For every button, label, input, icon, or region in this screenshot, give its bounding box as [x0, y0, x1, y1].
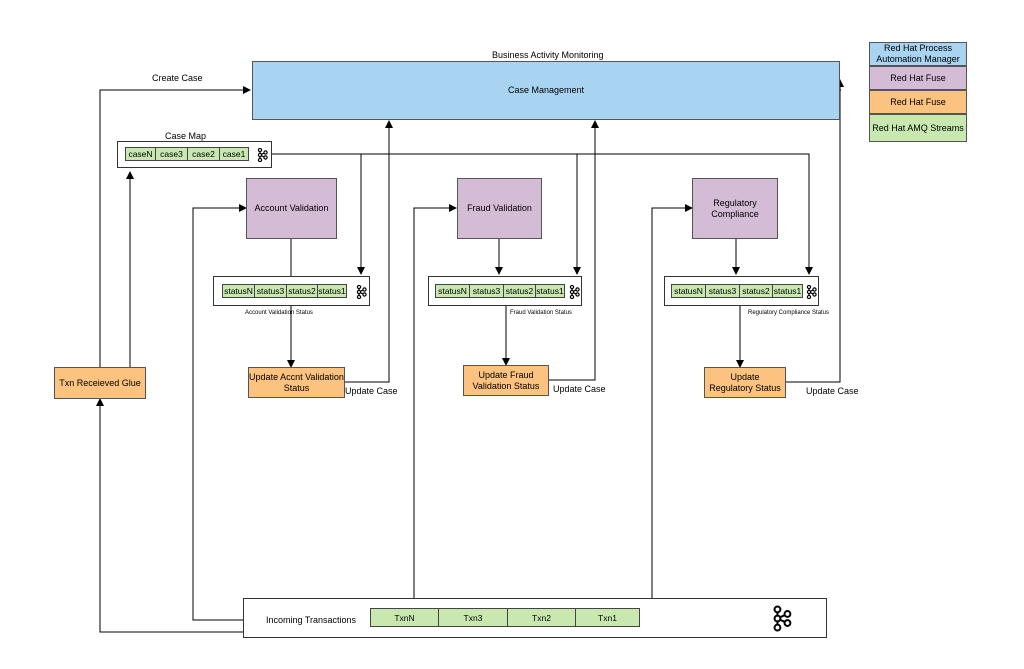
regulatory-status-store: statusN status3 status2 status1 [664, 276, 819, 306]
fraud-validation-label: Fraud Validation [467, 203, 532, 213]
status-cell: status3 [254, 284, 287, 298]
update-fraud-label: Update Fraud Validation Status [472, 369, 540, 391]
status-cell: status2 [503, 284, 536, 298]
update-regulatory-box: Update Regulatory Status [704, 367, 786, 398]
case-map-title: Case Map [165, 131, 207, 141]
txn-cell: Txn2 [507, 608, 576, 627]
kafka-icon [257, 148, 268, 162]
fraud-update-case-label: Update Case [553, 384, 606, 394]
status-cell: statusN [435, 284, 470, 298]
status-cell: statusN [222, 284, 255, 298]
txn-cell: Txn3 [438, 608, 508, 627]
status-cell: status3 [469, 284, 504, 298]
case-map-store: caseN case3 case2 case1 [117, 141, 272, 168]
legend-label: Red Hat Process Automation Manager [876, 43, 960, 64]
regulatory-store-label: Regulatory Compliance Status [748, 310, 830, 316]
legend-item-fuse-orange: Red Hat Fuse [869, 90, 967, 114]
kafka-icon [773, 605, 792, 632]
update-fraud-box: Update Fraud Validation Status [463, 365, 549, 396]
status-cell: status1 [317, 284, 347, 298]
fraud-status-store: statusN status3 status2 status1 [428, 276, 582, 306]
txn-glue-label: Txn Receieved Glue [59, 377, 141, 388]
legend-item-process-automation: Red Hat Process Automation Manager [869, 42, 967, 66]
case-map-cell: case3 [155, 147, 188, 161]
bam-label: Business Activity Monitoring [492, 50, 604, 60]
incoming-cells: TxnN Txn3 Txn2 Txn1 [370, 608, 640, 627]
kafka-icon [806, 285, 817, 299]
txn-cell: TxnN [370, 608, 439, 627]
account-status-cells: statusN status3 status2 status1 [222, 284, 347, 298]
account-update-case-label: Update Case [345, 386, 398, 396]
status-cell: statusN [671, 284, 706, 298]
account-store-label: Account Validation Status [245, 310, 313, 316]
kafka-icon [569, 285, 580, 299]
update-account-label: Update Accnt Validation Status [249, 371, 344, 393]
regulatory-compliance-box: Regulatory Compliance [692, 178, 778, 239]
case-map-cell: case2 [187, 147, 220, 161]
update-regulatory-label: Update Regulatory Status [709, 371, 781, 393]
kafka-icon [356, 285, 367, 299]
legend-item-amq-streams: Red Hat AMQ Streams [869, 114, 967, 142]
regulatory-compliance-label: Regulatory Compliance [711, 197, 759, 219]
create-case-label: Create Case [152, 73, 203, 83]
incoming-transactions-title: Incoming Transactions [266, 615, 357, 625]
txn-cell: Txn1 [575, 608, 640, 627]
status-cell: status2 [286, 284, 318, 298]
status-cell: status1 [772, 284, 803, 298]
status-cell: status2 [739, 284, 773, 298]
legend-label: Red Hat Fuse [890, 72, 946, 83]
regulatory-status-cells: statusN status3 status2 status1 [671, 284, 803, 298]
account-status-store: statusN status3 status2 status1 [213, 276, 370, 306]
fraud-status-cells: statusN status3 status2 status1 [435, 284, 565, 298]
legend-item-fuse-purple: Red Hat Fuse [869, 66, 967, 90]
regulatory-update-case-label: Update Case [806, 386, 859, 396]
case-management-box: Case Management [252, 61, 840, 120]
update-account-box: Update Accnt Validation Status [248, 367, 345, 398]
case-map-cell: case1 [219, 147, 249, 161]
account-validation-box: Account Validation [246, 178, 337, 239]
case-map-cell: caseN [125, 147, 156, 161]
incoming-transactions-store: Incoming Transactions TxnN Txn3 Txn2 Txn… [243, 598, 827, 638]
fraud-store-label: Fraud Validation Status [510, 310, 572, 316]
legend-label: Red Hat AMQ Streams [872, 122, 964, 133]
txn-received-glue: Txn Receieved Glue [54, 367, 146, 399]
case-management-label: Case Management [507, 85, 585, 95]
status-cell: status3 [705, 284, 740, 298]
legend-label: Red Hat Fuse [890, 96, 946, 107]
status-cell: status1 [535, 284, 565, 298]
case-map-cells: caseN case3 case2 case1 [125, 147, 249, 161]
fraud-validation-box: Fraud Validation [457, 178, 542, 239]
account-validation-label: Account Validation [254, 203, 329, 213]
